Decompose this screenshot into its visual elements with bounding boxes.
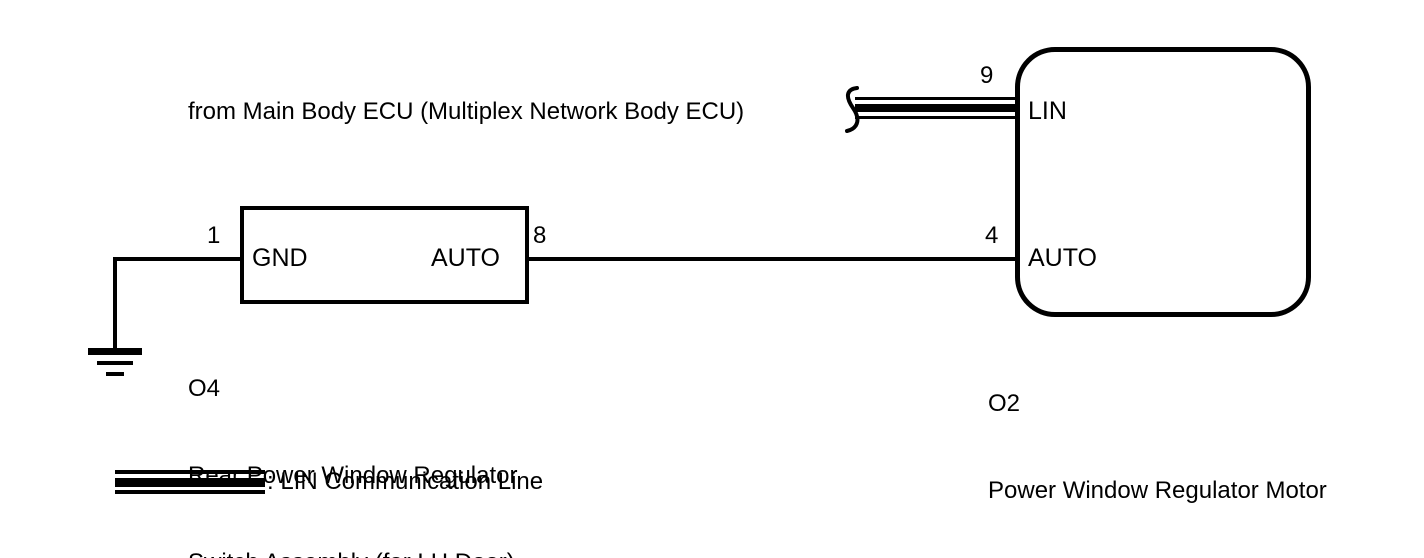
motor-component-code: O2 <box>988 390 1021 417</box>
wire-auto-switch-to-motor <box>529 257 1017 261</box>
lin-bus-bar-bottom <box>855 116 1017 119</box>
pin-label-8: 8 <box>533 222 547 249</box>
power-window-motor-box[interactable] <box>1015 47 1311 317</box>
lin-communication-bus <box>855 97 1017 121</box>
wire-break-squiggle-icon <box>838 86 864 134</box>
legend-text: : LIN Communication Line <box>267 468 544 495</box>
motor-component-caption: O2 Power Window Regulator Motor Assembly… <box>988 331 1327 558</box>
ground-bar-1 <box>88 348 142 355</box>
switch-component-code: O4 <box>188 375 221 402</box>
switch-terminal-auto-label: AUTO <box>431 244 500 272</box>
chassis-ground-symbol <box>88 348 142 380</box>
ground-bar-2 <box>97 361 133 365</box>
legend-bar-top <box>115 470 265 474</box>
legend-lin-symbol <box>115 470 265 494</box>
lin-bus-bar-top <box>855 97 1017 100</box>
source-note-label: from Main Body ECU (Multiplex Network Bo… <box>188 98 745 125</box>
lin-bus-bar-middle <box>855 104 1017 112</box>
motor-terminal-lin-label: LIN <box>1028 97 1067 125</box>
wire-gnd-horizontal <box>113 257 242 261</box>
pin-label-9: 9 <box>980 62 994 89</box>
switch-terminal-gnd-label: GND <box>252 244 308 272</box>
pin-label-4: 4 <box>985 222 999 249</box>
pin-label-1: 1 <box>207 222 221 249</box>
motor-component-name1: Power Window Regulator Motor <box>988 477 1327 504</box>
power-window-switch-box[interactable] <box>240 206 529 304</box>
switch-component-caption: O4 Rear Power Window Regulator Switch As… <box>188 316 517 558</box>
motor-terminal-auto-label: AUTO <box>1028 244 1097 272</box>
ground-bar-3 <box>106 372 124 376</box>
legend-bar-bottom <box>115 490 265 494</box>
wire-gnd-vertical <box>113 257 117 351</box>
switch-component-name2: Switch Assembly (for LH Door) <box>188 548 517 558</box>
legend-bar-middle <box>115 478 265 487</box>
